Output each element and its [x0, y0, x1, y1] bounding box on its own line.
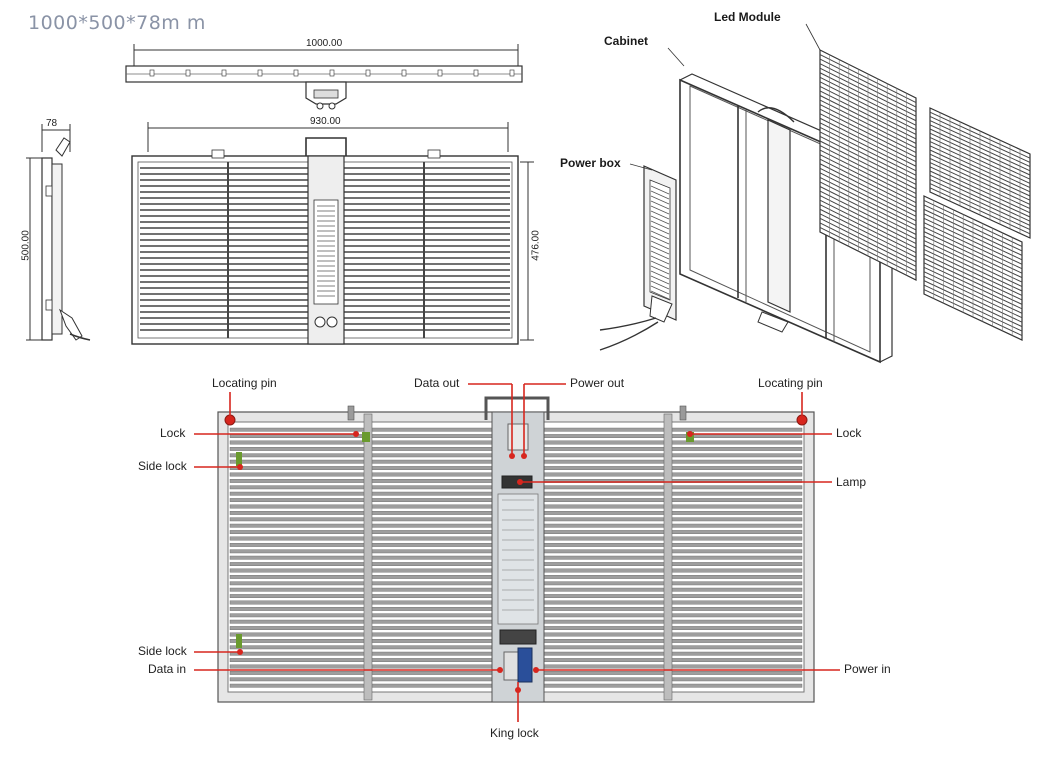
- label-side-lock-top: Side lock: [138, 459, 187, 473]
- label-king-lock: King lock: [490, 726, 539, 740]
- dimension-width-total: 1000.00: [306, 38, 343, 49]
- dimension-depth: 78: [46, 118, 58, 129]
- callout-dots: [237, 431, 693, 693]
- dimension-width-inner: 930.00: [310, 116, 341, 127]
- label-lamp: Lamp: [836, 475, 867, 489]
- label-power-in: Power in: [844, 662, 891, 676]
- label-power-box: Power box: [560, 156, 621, 170]
- label-locating-pin-right: Locating pin: [758, 376, 823, 390]
- drawing-title: 1000*500*78m m: [28, 12, 206, 34]
- led-module-2: [929, 107, 1031, 239]
- label-side-lock-bottom: Side lock: [138, 644, 187, 658]
- front-view: [131, 122, 534, 345]
- led-module-1: [819, 49, 917, 281]
- label-locating-pin-left: Locating pin: [212, 376, 277, 390]
- top-view-fasteners: [149, 69, 515, 77]
- label-data-in: Data in: [148, 662, 187, 676]
- top-view: [125, 44, 523, 110]
- rear-view: [194, 383, 840, 722]
- callout-lines: [194, 383, 840, 722]
- led-module-3: [923, 195, 1023, 341]
- side-view: [26, 124, 91, 341]
- label-lock-left: Lock: [160, 426, 186, 440]
- label-cabinet: Cabinet: [604, 34, 649, 48]
- label-led-module: Led Module: [714, 10, 781, 24]
- label-lock-right: Lock: [836, 426, 862, 440]
- dimension-height-total: 500.00: [20, 230, 32, 261]
- label-data-out: Data out: [414, 376, 460, 390]
- power-box: [599, 165, 677, 351]
- dimension-height-inner: 476.00: [530, 230, 542, 261]
- label-power-out: Power out: [570, 376, 625, 390]
- exploded-view: [599, 23, 1031, 364]
- cabinet-frame: [679, 73, 894, 364]
